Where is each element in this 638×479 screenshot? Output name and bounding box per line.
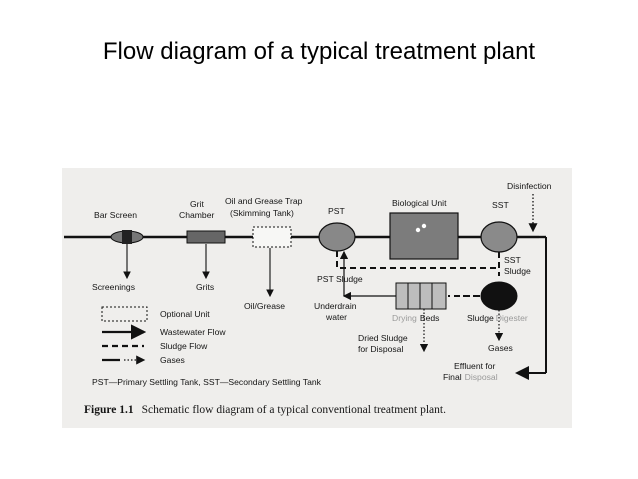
label-effluent-part2: Disposal	[465, 372, 498, 382]
oil-grease-trap-unit	[252, 226, 292, 248]
label-grit-1: Grit	[190, 199, 204, 209]
wastewater-flow-line	[64, 235, 547, 380]
label-grit-2: Chamber	[179, 210, 214, 220]
bar-screen-unit	[110, 230, 144, 244]
flow-diagram: Bar Screen Grit Chamber Oil and Grease T…	[64, 181, 552, 416]
label-sst: SST	[492, 200, 509, 210]
legend-optional-unit-swatch	[101, 306, 148, 322]
legend-sludge-label: Sludge Flow	[160, 341, 208, 351]
label-oil-grease: Oil/Grease	[244, 301, 285, 311]
label-sludge-part1: Sludge	[467, 313, 494, 323]
label-biological-unit: Biological Unit	[392, 198, 447, 208]
label-drying-part2: Beds	[420, 313, 440, 323]
caption-label: Figure 1.1	[84, 404, 134, 416]
label-sst-sludge-2: Sludge	[504, 266, 531, 276]
figure-caption: Figure 1.1 Schematic flow diagram of a ty…	[84, 404, 446, 416]
label-bar-screen: Bar Screen	[94, 210, 137, 220]
label-drying-part1: Drying	[392, 313, 417, 323]
label-oil-trap-1: Oil and Grease Trap	[225, 196, 303, 206]
abbreviations-note: PST—Primary Settling Tank, SST—Secondary…	[92, 377, 322, 387]
caption-text: Schematic flow diagram of a typical conv…	[142, 404, 446, 416]
label-underdrain-1: Underdrain	[314, 301, 357, 311]
legend-wastewater-label: Wastewater Flow	[160, 327, 226, 337]
label-dried-sludge-1: Dried Sludge	[358, 333, 408, 343]
label-oil-trap-2: (Skimming Tank)	[230, 208, 294, 218]
label-effluent-part1: Final	[443, 372, 462, 382]
label-gases: Gases	[488, 343, 513, 353]
sludge-digester-unit	[480, 281, 518, 311]
label-effluent-1: Effluent for	[454, 361, 496, 371]
label-screenings: Screenings	[92, 282, 135, 292]
drying-beds-unit	[395, 282, 447, 310]
pst-unit	[318, 222, 356, 252]
sst-unit	[480, 221, 518, 253]
slide-title: Flow diagram of a typical treatment plan…	[102, 38, 536, 65]
legend-optional-unit-label: Optional Unit	[160, 309, 210, 319]
label-grits: Grits	[196, 282, 214, 292]
label-dried-sludge-2: for Disposal	[358, 344, 403, 354]
figure-scan: Bar Screen Grit Chamber Oil and Grease T…	[62, 168, 572, 428]
label-sst-sludge-1: SST	[504, 255, 521, 265]
legend: Optional Unit Wastewater Flow Sludge Flo…	[101, 306, 226, 365]
label-pst: PST	[328, 206, 345, 216]
label-underdrain-2: water	[325, 312, 347, 322]
label-pst-sludge: PST Sludge	[317, 274, 363, 284]
label-disinfection: Disinfection	[507, 181, 552, 191]
grit-chamber-unit	[186, 230, 226, 244]
biological-unit	[389, 212, 459, 260]
legend-gases-label: Gases	[160, 355, 185, 365]
label-sludge-part2: Digester	[496, 313, 528, 323]
